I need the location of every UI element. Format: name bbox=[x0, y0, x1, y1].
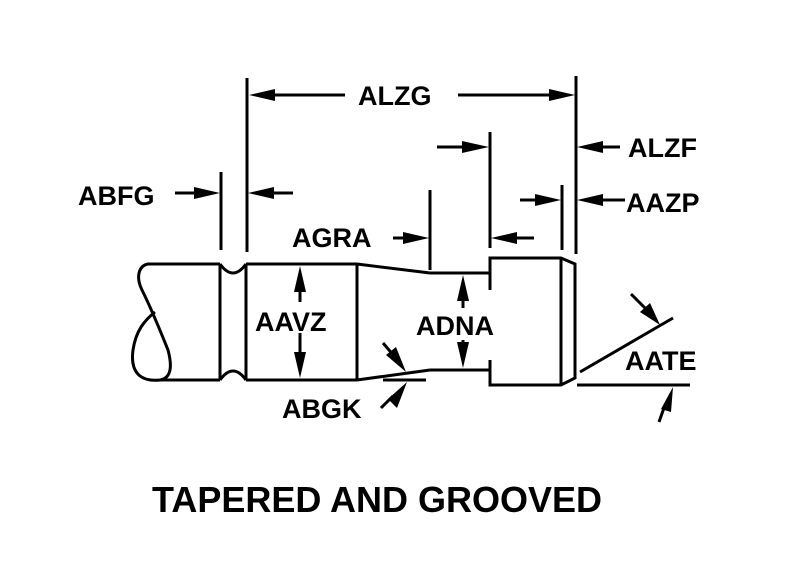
label-alzg: ALZG bbox=[358, 81, 432, 111]
arrow-right-icon bbox=[403, 232, 429, 244]
chamfer-angle-line bbox=[579, 316, 674, 374]
arrow-down-icon bbox=[457, 342, 469, 368]
arrow-up-icon bbox=[661, 387, 673, 412]
dimension-abgk: ABGK bbox=[282, 342, 426, 424]
groove-top-arc bbox=[218, 263, 248, 275]
arrow-left-icon bbox=[249, 89, 275, 101]
arrow-up-icon bbox=[294, 266, 306, 292]
arrow-right-icon bbox=[194, 187, 220, 199]
dimension-alzf: ALZF bbox=[437, 133, 697, 163]
taper-top bbox=[356, 262, 431, 275]
label-agra: AGRA bbox=[292, 223, 372, 253]
label-aavz: AAVZ bbox=[255, 307, 327, 337]
dimension-adna: ADNA bbox=[416, 275, 494, 368]
dimension-agra: AGRA bbox=[292, 223, 429, 253]
label-abfg: ABFG bbox=[78, 181, 155, 211]
arrow-left-icon bbox=[248, 187, 274, 199]
extension-lines bbox=[219, 76, 578, 270]
arrow-down-right-icon bbox=[386, 347, 406, 372]
arrow-left-icon bbox=[491, 232, 517, 244]
diagram-title: TAPERED AND GROOVED bbox=[152, 479, 602, 520]
arrow-right-icon bbox=[535, 194, 561, 206]
dimension-aavz: AAVZ bbox=[255, 266, 327, 378]
arrow-left-icon bbox=[577, 194, 603, 206]
taper-bottom bbox=[356, 368, 431, 382]
head-outline bbox=[488, 256, 577, 387]
arrow-down-icon bbox=[294, 352, 306, 378]
groove-bottom-arc bbox=[218, 369, 248, 381]
dimension-aate: AATE bbox=[577, 292, 697, 423]
arrow-right-icon bbox=[462, 141, 489, 153]
dimension-abfg: ABFG bbox=[78, 181, 293, 211]
dimension-alzg: ALZG bbox=[249, 81, 575, 111]
arrow-left-icon bbox=[577, 141, 603, 153]
label-aazp: AAZP bbox=[626, 188, 700, 218]
arrow-up-icon bbox=[457, 275, 469, 301]
label-abgk: ABGK bbox=[282, 394, 362, 424]
arrow-right-icon bbox=[549, 89, 575, 101]
part-outline bbox=[130, 256, 577, 387]
dimension-aazp: AAZP bbox=[491, 188, 700, 244]
arrow-up-right-icon bbox=[388, 382, 407, 408]
break-line bbox=[130, 262, 220, 382]
label-alzf: ALZF bbox=[628, 133, 697, 163]
label-adna: ADNA bbox=[416, 311, 494, 341]
arrow-down-right-icon bbox=[640, 303, 660, 325]
label-aate: AATE bbox=[625, 346, 697, 376]
